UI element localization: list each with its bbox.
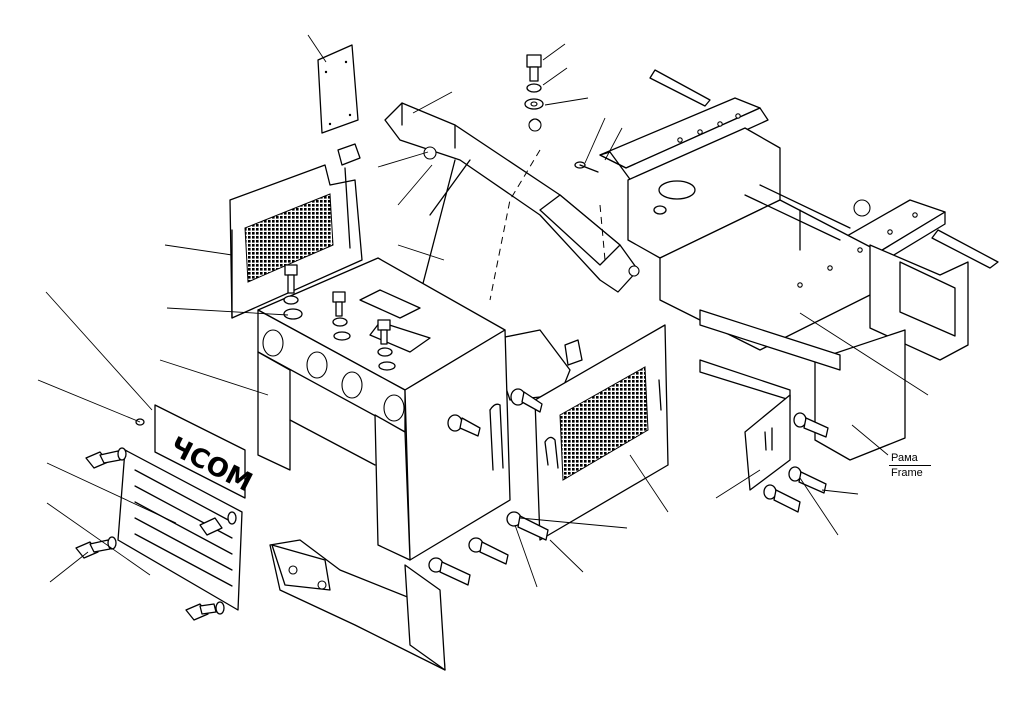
right-mesh-panel xyxy=(534,324,791,541)
front-bumper xyxy=(269,539,446,671)
left-mesh-panel xyxy=(229,44,363,319)
frame-label-ru: Рама xyxy=(891,452,918,464)
lift-arm xyxy=(384,102,640,301)
leader-lines xyxy=(37,34,929,588)
frame-label-en: Frame xyxy=(891,467,923,479)
frame-label-divider xyxy=(889,465,931,466)
machine-frame xyxy=(599,69,999,461)
fasteners xyxy=(75,54,829,621)
front-grille xyxy=(117,449,243,611)
